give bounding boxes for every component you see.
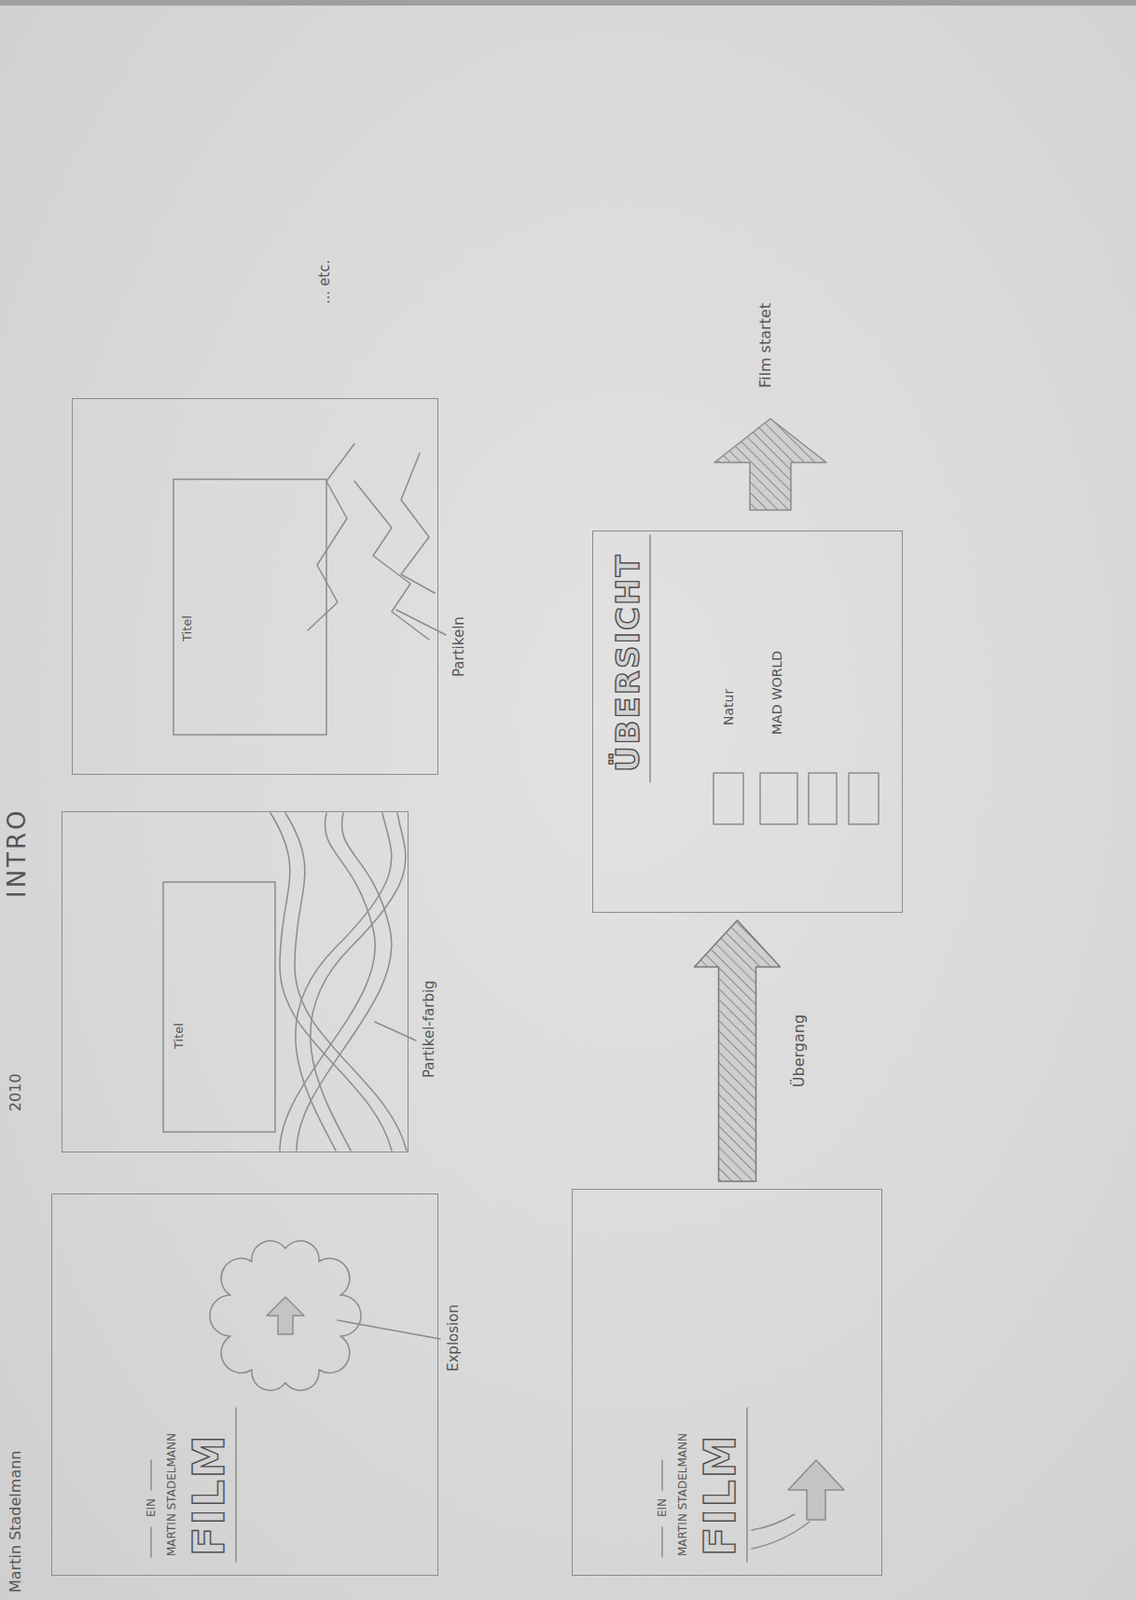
author-name: Martin Stadelmann	[7, 1451, 25, 1594]
sheet-edge	[0, 0, 1136, 6]
annotation: ... etc.	[317, 260, 333, 305]
annotation: Partikeln	[451, 616, 468, 678]
rule-line	[649, 535, 652, 783]
cursor-arrow	[788, 1460, 845, 1521]
annotation: Film startet	[757, 303, 775, 388]
rule-line	[150, 1527, 153, 1558]
frame-text: Titel	[180, 615, 194, 642]
explosion-cloud	[209, 1241, 361, 1391]
particle-cracks	[401, 453, 435, 594]
frame-text: Natur	[721, 689, 736, 726]
menu-thumbnail	[713, 773, 744, 825]
particle-cracks	[307, 443, 355, 631]
frame-text: MARTIN STADELMANN	[677, 1433, 690, 1557]
particle-strand	[285, 813, 407, 1151]
leader-line	[396, 609, 446, 636]
particle-cracks	[354, 481, 430, 640]
menu-frame: ÜBERSICHT Natur MAD WORLD	[592, 530, 903, 914]
title-area	[173, 479, 327, 735]
particle-strand	[295, 813, 392, 1151]
frame-heading: FILM	[187, 1433, 231, 1557]
rule-line	[746, 1408, 749, 1563]
menu-thumbnail	[848, 773, 879, 825]
block-arrow	[694, 920, 781, 1182]
year: 2010	[7, 1073, 25, 1112]
frame-text: MAD WORLD	[770, 651, 785, 735]
annotation: Partikel-farbig	[421, 980, 438, 1079]
sheet-title: INTRO	[3, 807, 31, 899]
annotation: Explosion	[445, 1304, 462, 1372]
frame-heading: FILM	[698, 1433, 742, 1557]
menu-thumbnail	[760, 773, 798, 825]
leader-line	[374, 1022, 416, 1041]
rule-line	[661, 1460, 664, 1491]
particle-strand	[270, 813, 392, 1151]
storyboard-frame: Titel	[71, 398, 439, 776]
menu-thumbnail	[808, 773, 837, 825]
rule-line	[661, 1527, 664, 1558]
frame-text: EIN	[656, 1498, 669, 1518]
frame-text: EIN	[145, 1498, 158, 1518]
paint-drip	[751, 1522, 810, 1550]
rule-line	[235, 1408, 237, 1563]
storyboard-frame: Titel	[61, 811, 409, 1153]
frame-heading: ÜBERSICHT	[611, 553, 644, 773]
particle-strand	[310, 813, 406, 1151]
edge-label: Übergang	[789, 1011, 809, 1092]
block-arrow	[714, 418, 827, 511]
explosion-arrow	[266, 1297, 305, 1335]
paint-drip	[751, 1514, 795, 1531]
title-area	[163, 882, 276, 1133]
leader-line	[337, 1320, 441, 1340]
rule-line	[150, 1460, 153, 1491]
storyboard-frame: EIN MARTIN STADELMANN FILM	[571, 1189, 883, 1577]
storyboard-frame: EIN MARTIN STADELMANN FILM	[51, 1193, 439, 1577]
frame-text: MARTIN STADELMANN	[166, 1433, 179, 1557]
frame-text: Titel	[172, 1023, 186, 1050]
